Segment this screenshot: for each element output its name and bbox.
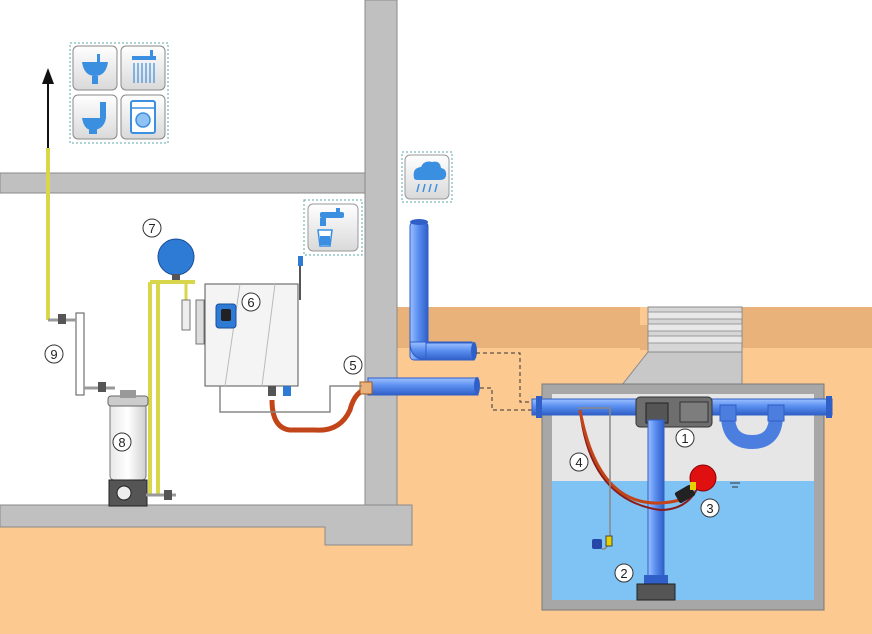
callout-4: 4 xyxy=(569,452,589,472)
callout-6: 6 xyxy=(241,292,261,312)
callout-2: 2 xyxy=(614,563,634,583)
usage-icon-grid xyxy=(69,42,169,144)
callout-6-label: 6 xyxy=(247,295,254,310)
expansion-vessel xyxy=(150,238,195,331)
rain-downpipe xyxy=(409,219,477,361)
callout-3: 3 xyxy=(700,498,720,518)
overflow-pipe xyxy=(367,377,480,396)
callout-5: 5 xyxy=(343,355,363,375)
callout-4-label: 4 xyxy=(575,455,582,470)
callout-7-label: 7 xyxy=(148,221,155,236)
toilet-icon[interactable] xyxy=(72,94,118,140)
callout-9-label: 9 xyxy=(50,347,57,362)
suction-pipe xyxy=(636,419,676,601)
callout-8-label: 8 xyxy=(118,435,125,450)
callout-1-label: 1 xyxy=(681,431,688,446)
control-unit[interactable] xyxy=(195,256,303,396)
callout-2-label: 2 xyxy=(620,566,627,581)
tap-water-icon[interactable] xyxy=(303,199,363,256)
reservoir-inlet-filter xyxy=(635,396,713,428)
building-structure xyxy=(0,0,413,546)
callout-9: 9 xyxy=(44,344,64,364)
supply-arrow xyxy=(42,68,54,148)
underground-connections xyxy=(476,352,532,411)
washing-machine-icon[interactable] xyxy=(120,94,166,140)
rain-cloud-icon[interactable] xyxy=(401,151,453,203)
shower-icon[interactable] xyxy=(120,45,166,91)
float-ball xyxy=(689,464,717,492)
callout-1: 1 xyxy=(675,428,695,448)
callout-7: 7 xyxy=(142,218,162,238)
callout-3-label: 3 xyxy=(706,501,713,516)
grey-supply-line xyxy=(219,385,362,413)
house-suction-hose xyxy=(269,381,373,433)
level-sensor xyxy=(578,407,613,550)
callout-5-label: 5 xyxy=(349,358,356,373)
yellow-supply-pipes xyxy=(46,148,160,495)
float-switch xyxy=(578,409,717,512)
flow-meter xyxy=(48,312,115,396)
callout-8: 8 xyxy=(112,432,132,452)
sink-icon[interactable] xyxy=(72,45,118,91)
